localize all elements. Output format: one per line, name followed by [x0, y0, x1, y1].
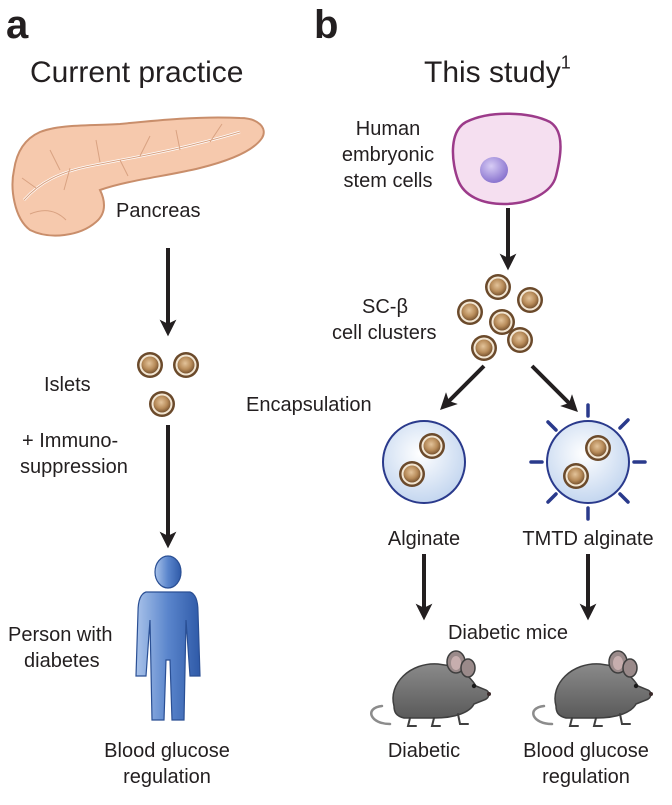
alginate-capsule	[382, 420, 466, 504]
tmtd-alginate-label: TMTD alginate	[522, 528, 654, 550]
mouse-left-illustration	[370, 649, 493, 728]
stem-cells-label-line1: Human	[355, 118, 421, 140]
panel-a-outcome-line2: regulation	[123, 766, 211, 788]
stem-cells-label-line2: embryonic	[341, 144, 435, 166]
panel-b-title: This study1	[424, 52, 571, 91]
panel-b-outcome-right-line1: Blood glucose	[523, 740, 649, 762]
stem-cell-illustration	[451, 112, 562, 206]
immunosuppression-label-line1: + Immuno-	[22, 430, 119, 452]
sc-beta-clusters	[457, 274, 543, 361]
arrow-clusters-to-alginate	[440, 364, 486, 410]
islets-label: Islets	[44, 374, 91, 396]
panel-b-title-ref: 1	[560, 52, 571, 73]
alginate-label: Alginate	[387, 528, 461, 550]
arrow-clusters-to-tmtd	[530, 364, 578, 412]
person-label-line1: Person with	[8, 624, 113, 646]
immunosuppression-label-line2: suppression	[20, 456, 128, 478]
mouse-right-illustration	[532, 649, 655, 728]
tmtd-alginate-capsule	[529, 403, 647, 521]
diabetic-mice-label: Diabetic mice	[447, 622, 569, 644]
stem-cells-label-line3: stem cells	[343, 170, 433, 192]
person-label-line2: diabetes	[24, 650, 100, 672]
panel-a-title: Current practice	[30, 56, 244, 89]
panel-b-title-text: This study	[424, 56, 561, 89]
panel-a-outcome-line1: Blood glucose	[104, 740, 230, 762]
clusters-label-line2: cell clusters	[332, 322, 437, 344]
person-figure	[135, 555, 201, 721]
islets-cells	[137, 352, 199, 417]
panel-b-outcome-left: Diabetic	[387, 740, 461, 762]
clusters-label-line1: SC-β	[362, 296, 408, 318]
encapsulation-label: Encapsulation	[246, 394, 372, 416]
panel-b-letter: b	[314, 3, 339, 47]
panel-a-letter: a	[6, 3, 29, 47]
panel-b-outcome-right-line2: regulation	[542, 766, 630, 788]
pancreas-illustration	[11, 116, 265, 237]
pancreas-label: Pancreas	[116, 200, 201, 222]
